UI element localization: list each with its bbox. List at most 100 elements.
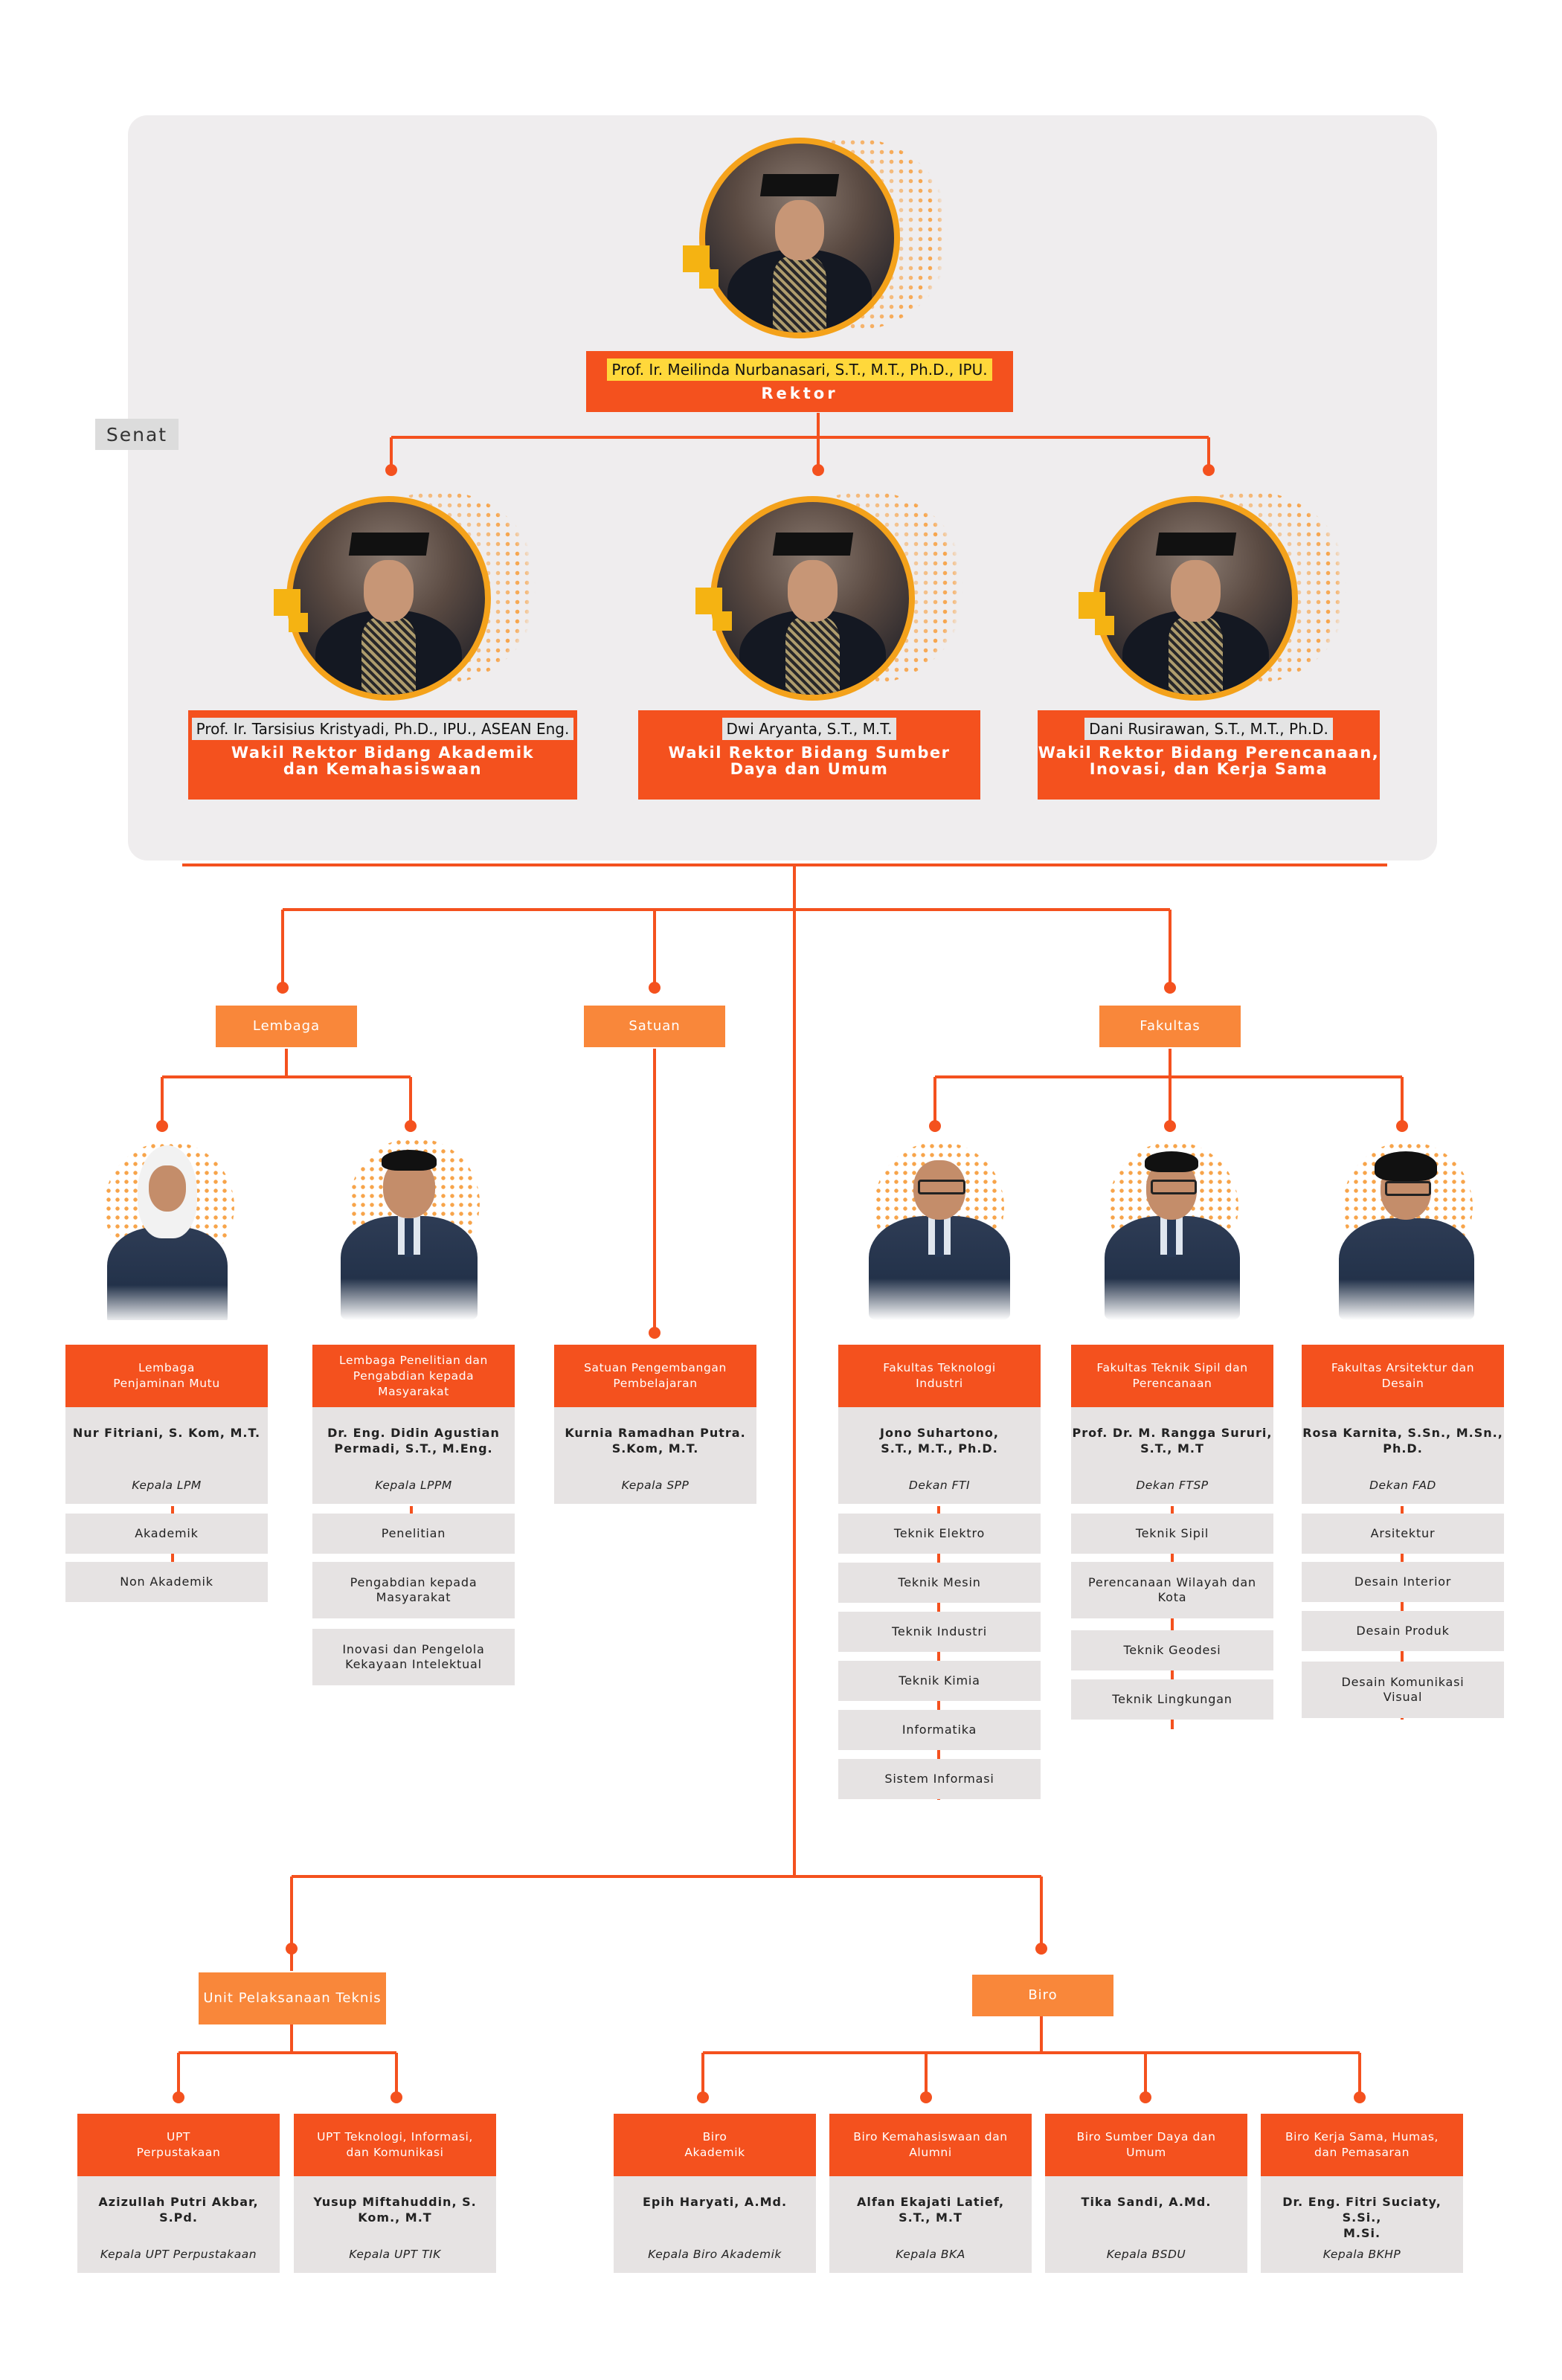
accent-square <box>683 245 710 272</box>
accent-square <box>695 588 722 614</box>
category-upt: Unit Pelaksanaan Teknis <box>199 1972 386 2024</box>
biro-akademik-header: Biro Akademik <box>614 2114 816 2176</box>
biro-bkhp-title: Kepala BKHP <box>1322 2248 1401 2261</box>
unit-spp-header: Satuan Pengembangan Pembelajaran <box>554 1345 756 1407</box>
category-fakultas: Fakultas <box>1099 1006 1241 1047</box>
biro-bsdu-info: Tika Sandi, A.Md. Kepala BSDU <box>1045 2176 1247 2273</box>
accent-square <box>699 269 719 289</box>
wakil-3-box: Dani Rusirawan, S.T., M.T., Ph.D. Wakil … <box>1038 710 1380 800</box>
wakil-2-name: Dwi Aryanta, S.T., M.T. <box>721 718 897 740</box>
biro-bkhp-name: Dr. Eng. Fitri Suciaty, S.Si., M.Si. <box>1282 2195 1442 2240</box>
upt-perpustakaan-name: Azizullah Putri Akbar, S.Pd. <box>98 2195 259 2225</box>
biro-bsdu-header: Biro Sumber Daya dan Umum <box>1045 2114 1247 2176</box>
list-item: Teknik Sipil <box>1071 1514 1273 1554</box>
list-item: Non Akademik <box>65 1562 268 1602</box>
biro-akademik-title: Kepala Biro Akademik <box>648 2248 782 2261</box>
wakil-2-portrait <box>710 496 915 701</box>
biro-bka-header: Biro Kemahasiswaan dan Alumni <box>829 2114 1032 2176</box>
upt-perpustakaan-title: Kepala UPT Perpustakaan <box>100 2248 257 2261</box>
biro-bka-name: Alfan Ekajati Latief, S.T., M.T <box>856 2195 1005 2225</box>
list-item: Pengabdian kepada Masyarakat <box>312 1562 515 1618</box>
list-item: Arsitektur <box>1302 1514 1504 1554</box>
list-item: Teknik Kimia <box>838 1661 1041 1701</box>
photo-kepala-lpm <box>97 1134 238 1320</box>
unit-lpm-title: Kepala LPM <box>132 1479 202 1492</box>
upt-perpustakaan-header: UPT Perpustakaan <box>77 2114 280 2176</box>
biro-akademik-name: Epih Haryati, A.Md. <box>642 2195 788 2209</box>
biro-bsdu-title: Kepala BSDU <box>1106 2248 1186 2261</box>
photo-kepala-lppm <box>335 1130 483 1320</box>
category-lembaga: Lembaga <box>216 1006 357 1047</box>
list-item: Teknik Elektro <box>838 1514 1041 1554</box>
unit-lppm-info: Dr. Eng. Didin Agustian Permadi, S.T., M… <box>312 1407 515 1504</box>
unit-lpm-header: Lembaga Penjaminan Mutu <box>65 1345 268 1407</box>
wakil-2-role: Wakil Rektor Bidang Sumber Daya dan Umum <box>668 744 951 778</box>
wakil-3-name: Dani Rusirawan, S.T., M.T., Ph.D. <box>1084 718 1333 740</box>
upt-perpustakaan-info: Azizullah Putri Akbar, S.Pd. Kepala UPT … <box>77 2176 280 2273</box>
list-item: Teknik Lingkungan <box>1071 1679 1273 1720</box>
photo-dekan-fad <box>1331 1130 1480 1320</box>
biro-bsdu-name: Tika Sandi, A.Md. <box>1081 2195 1212 2209</box>
wakil-1-portrait <box>286 496 491 701</box>
list-item: Sistem Informasi <box>838 1759 1041 1799</box>
unit-spp-name: Kurnia Ramadhan Putra. S.Kom, M.T. <box>565 1426 746 1456</box>
photo-dekan-fti <box>863 1130 1015 1320</box>
list-item: Desain Komunikasi Visual <box>1302 1662 1504 1718</box>
unit-spp-info: Kurnia Ramadhan Putra. S.Kom, M.T. Kepal… <box>554 1407 756 1504</box>
rektor-box: Prof. Ir. Meilinda Nurbanasari, S.T., M.… <box>586 351 1013 412</box>
unit-ftsp-header: Fakultas Teknik Sipil dan Perencanaan <box>1071 1345 1273 1407</box>
wakil-3-role: Wakil Rektor Bidang Perencanaan, Inovasi… <box>1038 744 1380 778</box>
biro-bkhp-info: Dr. Eng. Fitri Suciaty, S.Si., M.Si. Kep… <box>1261 2176 1463 2273</box>
category-biro: Biro <box>972 1975 1113 2016</box>
biro-bka-title: Kepala BKA <box>896 2248 965 2261</box>
unit-lppm-name: Dr. Eng. Didin Agustian Permadi, S.T., M… <box>327 1426 500 1456</box>
list-item: Informatika <box>838 1710 1041 1750</box>
rektor-portrait <box>699 138 900 338</box>
unit-ftsp-name: Prof. Dr. M. Rangga Sururi, S.T., M.T <box>1072 1426 1273 1456</box>
photo-dekan-ftsp <box>1097 1130 1246 1320</box>
unit-lppm-title: Kepala LPPM <box>375 1479 452 1492</box>
list-item: Teknik Geodesi <box>1071 1630 1273 1670</box>
list-item: Inovasi dan Pengelola Kekayaan Intelektu… <box>312 1629 515 1685</box>
wakil-2-box: Dwi Aryanta, S.T., M.T. Wakil Rektor Bid… <box>638 710 980 800</box>
rektor-role: Rektor <box>761 385 838 402</box>
senat-label: Senat <box>95 419 179 450</box>
upt-tik-header: UPT Teknologi, Informasi, dan Komunikasi <box>294 2114 496 2176</box>
unit-fti-info: Jono Suhartono, S.T., M.T., Ph.D. Dekan … <box>838 1407 1041 1504</box>
biro-bka-info: Alfan Ekajati Latief, S.T., M.T Kepala B… <box>829 2176 1032 2273</box>
accent-square <box>713 611 732 631</box>
accent-square <box>289 613 308 632</box>
accent-square <box>1095 616 1114 635</box>
wakil-3-portrait <box>1093 496 1298 701</box>
list-item: Teknik Mesin <box>838 1563 1041 1603</box>
list-item: Akademik <box>65 1514 268 1554</box>
wakil-1-role: Wakil Rektor Bidang Akademik dan Kemahas… <box>231 744 535 778</box>
list-item: Perencanaan Wilayah dan Kota <box>1071 1562 1273 1618</box>
upt-tik-info: Yusup Miftahuddin, S. Kom., M.T Kepala U… <box>294 2176 496 2273</box>
category-satuan: Satuan <box>584 1006 725 1047</box>
unit-lpm-name: Nur Fitriani, S. Kom, M.T. <box>72 1426 261 1440</box>
biro-akademik-info: Epih Haryati, A.Md. Kepala Biro Akademik <box>614 2176 816 2273</box>
unit-fti-title: Dekan FTI <box>908 1479 971 1492</box>
unit-fti-header: Fakultas Teknologi Industri <box>838 1345 1041 1407</box>
list-item: Desain Interior <box>1302 1562 1504 1602</box>
unit-fad-info: Rosa Karnita, S.Sn., M.Sn., Ph.D. Dekan … <box>1302 1407 1504 1504</box>
biro-bkhp-header: Biro Kerja Sama, Humas, dan Pemasaran <box>1261 2114 1463 2176</box>
list-item: Penelitian <box>312 1514 515 1554</box>
unit-lpm-info: Nur Fitriani, S. Kom, M.T. Kepala LPM <box>65 1407 268 1504</box>
unit-ftsp-info: Prof. Dr. M. Rangga Sururi, S.T., M.T De… <box>1071 1407 1273 1504</box>
unit-ftsp-title: Dekan FTSP <box>1136 1479 1209 1492</box>
accent-square <box>274 589 300 616</box>
unit-fad-title: Dekan FAD <box>1369 1479 1436 1492</box>
wakil-1-box: Prof. Ir. Tarsisius Kristyadi, Ph.D., IP… <box>188 710 577 800</box>
unit-fad-header: Fakultas Arsitektur dan Desain <box>1302 1345 1504 1407</box>
upt-tik-title: Kepala UPT TIK <box>349 2248 441 2261</box>
unit-fti-name: Jono Suhartono, S.T., M.T., Ph.D. <box>880 1426 999 1456</box>
list-item: Teknik Industri <box>838 1612 1041 1652</box>
unit-lppm-header: Lembaga Penelitian dan Pengabdian kepada… <box>312 1345 515 1407</box>
list-item: Desain Produk <box>1302 1611 1504 1651</box>
accent-square <box>1079 592 1105 619</box>
wakil-1-name: Prof. Ir. Tarsisius Kristyadi, Ph.D., IP… <box>191 718 574 740</box>
unit-spp-title: Kepala SPP <box>621 1479 690 1492</box>
